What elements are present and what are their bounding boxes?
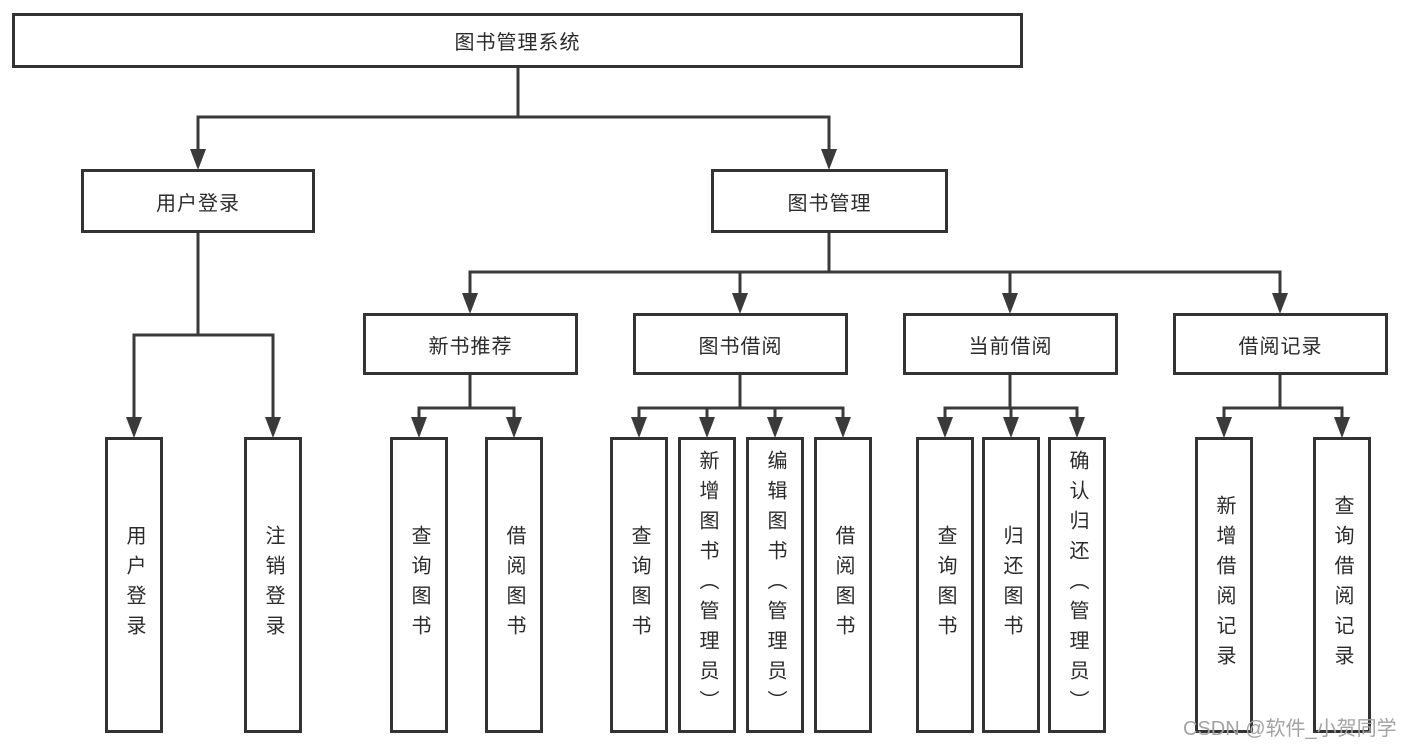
node-borrow-books-borrowing: 借阅图书 [814,437,872,733]
node-borrowing-records: 借阅记录 [1173,313,1388,375]
node-add-books-admin: 新增图书（管理员） [678,437,736,733]
node-logout-leaf: 注销登录 [244,437,302,733]
node-book-management: 图书管理 [711,169,948,233]
node-query-borrow-record: 查询借阅记录 [1313,437,1371,733]
node-new-book-recommendation: 新书推荐 [363,313,578,375]
node-return-books: 归还图书 [982,437,1040,733]
node-borrow-books-recommend: 借阅图书 [485,437,543,733]
csdn-watermark: CSDN @软件_小贺同学 [1183,718,1397,740]
node-user-login-leaf: 用户登录 [105,437,163,733]
node-add-borrow-record: 新增借阅记录 [1195,437,1253,733]
node-book-borrowing: 图书借阅 [633,313,848,375]
node-edit-books-admin: 编辑图书（管理员） [746,437,804,733]
node-library-management-system: 图书管理系统 [12,13,1023,68]
node-user-login: 用户登录 [81,169,315,233]
node-confirm-return-admin: 确认归还（管理员） [1048,437,1106,733]
node-query-books-borrowing: 查询图书 [610,437,668,733]
node-current-borrowing: 当前借阅 [903,313,1118,375]
node-query-books-current: 查询图书 [916,437,974,733]
node-query-books-recommend: 查询图书 [390,437,448,733]
